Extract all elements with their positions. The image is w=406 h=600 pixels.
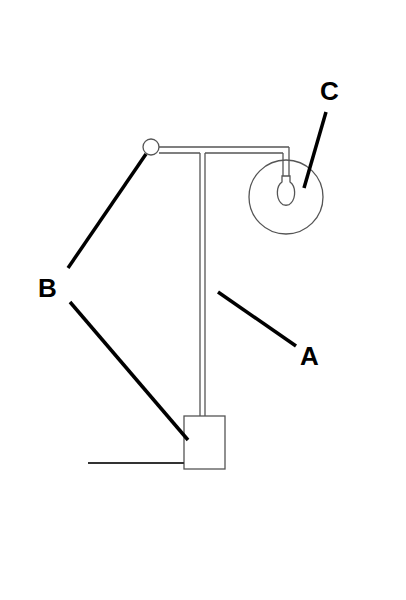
leader-line xyxy=(304,112,326,188)
base-box xyxy=(184,416,225,469)
pole-edge xyxy=(204,153,205,416)
leader-line xyxy=(218,292,296,346)
power-cord xyxy=(88,462,184,464)
callout-letter: A xyxy=(300,343,319,369)
light-bulb xyxy=(277,176,294,205)
bulb-stem xyxy=(282,153,283,176)
pivot-joint xyxy=(143,139,159,155)
leader-line xyxy=(68,154,146,268)
bulb-stem xyxy=(288,147,289,176)
arm-edge xyxy=(158,146,289,147)
pole-edge xyxy=(199,153,200,416)
arm-edge xyxy=(205,152,283,153)
leader-line xyxy=(70,302,188,440)
lamp-shade xyxy=(249,160,323,234)
callout-letter: B xyxy=(38,275,57,301)
callout-letter: C xyxy=(320,78,339,104)
arm-edge xyxy=(159,152,200,153)
